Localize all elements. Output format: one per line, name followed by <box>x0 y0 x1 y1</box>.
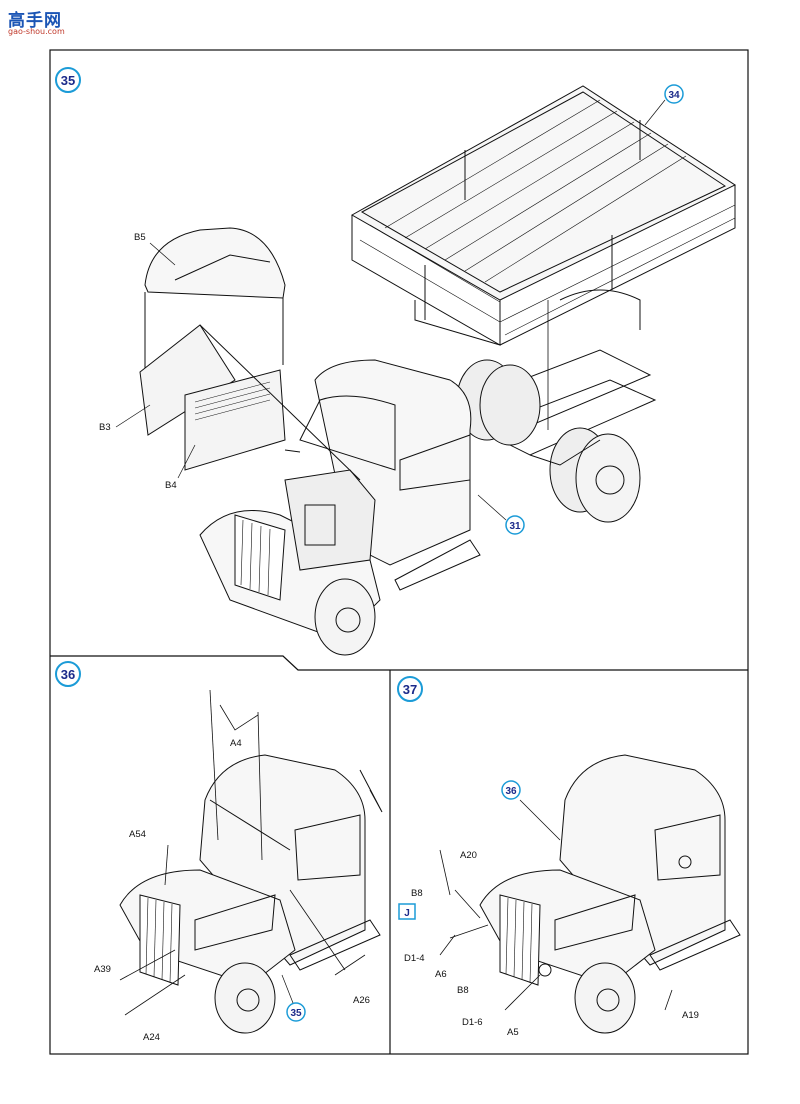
label-a5: A5 <box>507 1027 519 1038</box>
step-35-panel: 35 <box>55 67 737 656</box>
truck-cab-drawing <box>199 359 481 656</box>
ref-34-badge <box>664 84 684 104</box>
step-36-part-labels: A4 A54 A39 A24 A26 <box>94 738 370 1043</box>
label-a54: A54 <box>129 829 146 840</box>
step-37-panel: 37 A20 B8 J D1-4 A6 B8 <box>397 676 741 1038</box>
step-37-part-labels: A20 B8 J D1-4 A6 B8 D1-6 A5 A19 <box>398 850 699 1038</box>
label-j: J <box>404 908 410 919</box>
label-b8-top: B8 <box>411 888 423 899</box>
step-36-badge <box>55 661 81 687</box>
ref-35-number: 35 <box>290 1008 302 1019</box>
label-b4: B4 <box>165 480 177 491</box>
step-36-truck-drawing <box>119 754 383 1034</box>
ref-35-badge <box>286 1002 306 1022</box>
label-a6: A6 <box>435 969 447 980</box>
step-36-number: 36 <box>61 667 75 682</box>
site-logo: 高手网 gao-shou.com <box>6 6 76 40</box>
ref-31-number: 31 <box>509 521 521 532</box>
logo-text: 高手网 <box>8 11 62 31</box>
label-a20: A20 <box>460 850 477 861</box>
step-37-number: 37 <box>403 682 417 697</box>
label-a39: A39 <box>94 964 111 975</box>
label-b3: B3 <box>99 422 111 433</box>
ref-36-badge <box>501 780 521 800</box>
ref-31-badge <box>505 515 525 535</box>
label-a4: A4 <box>230 738 242 749</box>
step-37-callout-lines <box>439 799 673 1011</box>
panel-divider-top <box>50 655 748 671</box>
hood-panels-drawing <box>139 227 361 481</box>
label-a24: A24 <box>143 1032 160 1043</box>
logo-url: gao-shou.com <box>8 27 65 36</box>
step-35-part-labels: B5 B3 B4 <box>99 232 196 491</box>
label-b5: B5 <box>134 232 146 243</box>
label-a19: A19 <box>682 1010 699 1021</box>
j-marker-box <box>398 903 416 920</box>
step-35-number: 35 <box>61 73 75 88</box>
step-36-panel: 36 A4 A54 A39 A24 A26 <box>55 661 383 1043</box>
step-37-truck-drawing <box>479 754 741 1034</box>
label-b8-bottom: B8 <box>457 985 469 996</box>
chassis-drawing <box>456 300 657 523</box>
label-d1-6: D1-6 <box>462 1017 483 1028</box>
label-a26: A26 <box>353 995 370 1006</box>
step-35-badge <box>55 67 81 93</box>
label-d1-4: D1-4 <box>404 953 425 964</box>
ref-34-number: 34 <box>668 90 680 101</box>
step-36-callout-lines <box>119 689 366 1016</box>
sheet-border <box>49 49 749 1055</box>
cargo-bed-drawing <box>350 85 737 346</box>
step-37-badge <box>397 676 423 702</box>
ref-36-number: 36 <box>505 786 517 797</box>
